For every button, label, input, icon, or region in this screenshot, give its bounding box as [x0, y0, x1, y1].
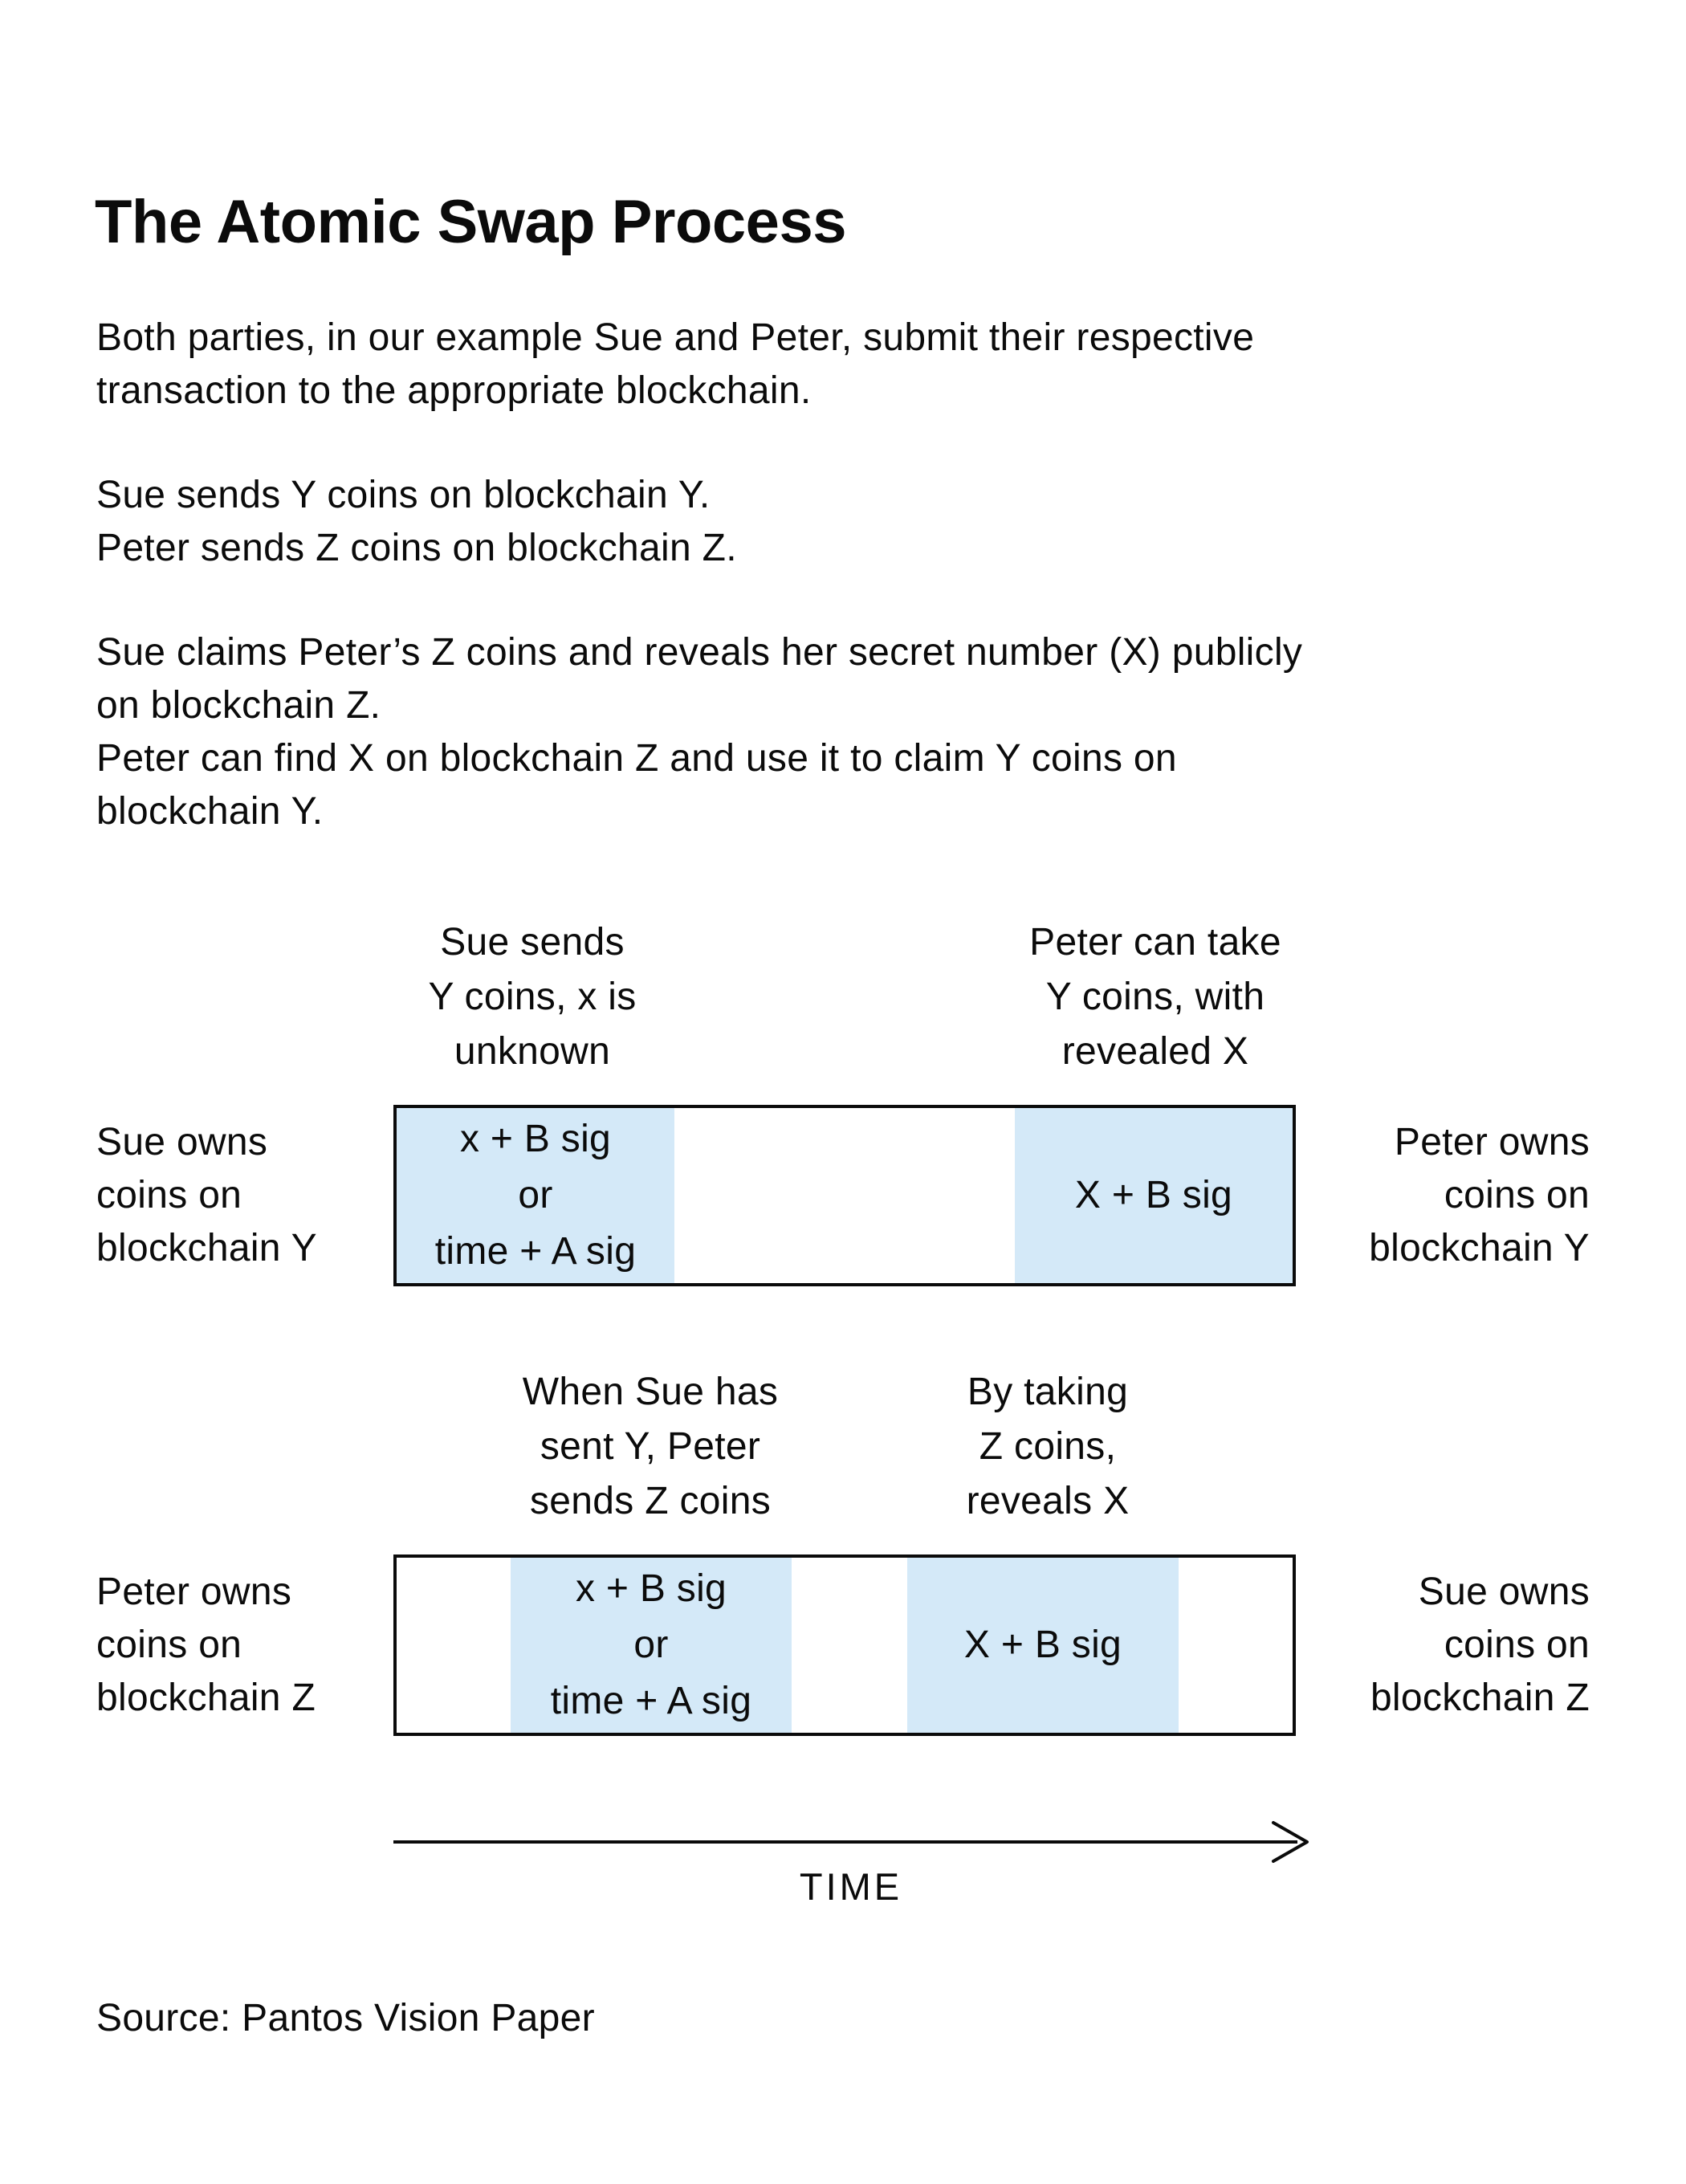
- label-peter-owns-y: Peter owns coins on blockchain Y: [1369, 1121, 1590, 1269]
- time-axis-label: TIME: [799, 1865, 903, 1908]
- cell-lock-condition-z: x + B sig or time + A sig: [511, 1558, 792, 1733]
- label-sue-owns-y: Sue owns coins on blockchain Y: [96, 1121, 317, 1269]
- spacer-segment: [1179, 1558, 1293, 1733]
- label-peter-owns-z: Peter owns coins on blockchain Z: [96, 1571, 316, 1719]
- spacer-segment: [792, 1558, 907, 1733]
- annotation-peter-takes-y: Peter can take Y coins, with revealed X: [1029, 921, 1281, 1073]
- intro-text: Both parties, in our example Sue and Pet…: [96, 312, 1590, 890]
- spacer-segment: [674, 1108, 1015, 1283]
- annotation-sue-reveals-x: By taking Z coins, reveals X: [966, 1371, 1130, 1522]
- label-sue-owns-z: Sue owns coins on blockchain Z: [1370, 1571, 1590, 1719]
- intro-paragraph-1: Both parties, in our example Sue and Pet…: [96, 316, 1255, 412]
- intro-paragraph-2: Sue sends Y coins on blockchain Y. Peter…: [96, 474, 737, 569]
- time-arrow-icon: [393, 1821, 1309, 1863]
- spacer-segment: [397, 1558, 511, 1733]
- cell-lock-condition-y: x + B sig or time + A sig: [397, 1108, 674, 1283]
- timeline-box-blockchain-y: x + B sig or time + A sig X + B sig: [393, 1105, 1296, 1286]
- timeline-box-blockchain-z: x + B sig or time + A sig X + B sig: [393, 1554, 1296, 1736]
- cell-claim-z: X + B sig: [907, 1558, 1179, 1733]
- intro-paragraph-3: Sue claims Peter’s Z coins and reveals h…: [96, 631, 1303, 833]
- page-title: The Atomic Swap Process: [95, 187, 846, 256]
- source-note: Source: Pantos Vision Paper: [96, 1997, 595, 2039]
- annotation-sue-sends-y: Sue sends Y coins, x is unknown: [428, 921, 637, 1073]
- annotation-peter-sends-z: When Sue has sent Y, Peter sends Z coins: [522, 1371, 779, 1522]
- cell-claim-y: X + B sig: [1015, 1108, 1293, 1283]
